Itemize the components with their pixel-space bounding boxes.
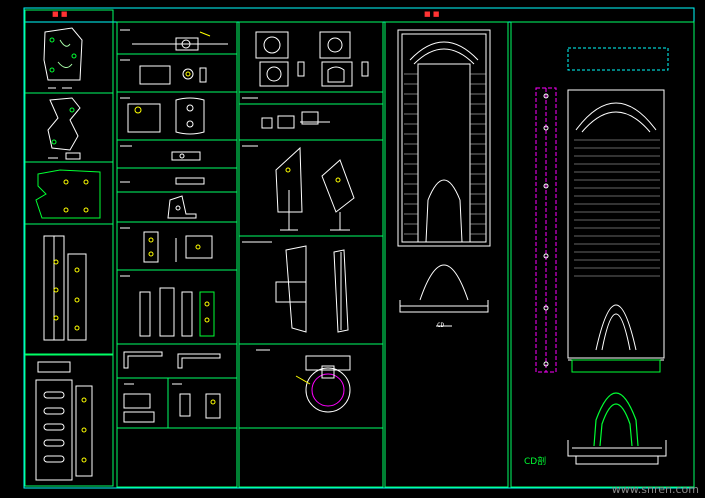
cabinet-arch-section (399, 179, 489, 327)
butt-hinge-part (143, 231, 213, 263)
cabinet-elevation (397, 29, 491, 247)
hook-plate-part (47, 97, 81, 160)
strip-holes (543, 93, 549, 367)
hinge-set-part (139, 287, 215, 337)
rotary-latch-part (275, 245, 349, 333)
strike-plate-part (261, 111, 330, 129)
small-hinge-part (171, 151, 205, 185)
slotted-plate-part (35, 361, 93, 481)
watermark: www.snren.com (611, 483, 699, 496)
hinge-plate-part (43, 27, 83, 81)
header-label-left: ■ ■ (52, 10, 68, 18)
gusset-bracket-part (275, 146, 355, 231)
angle-bracket-part (167, 195, 197, 219)
lock-case-part (255, 31, 369, 87)
cabinet-section (567, 89, 665, 373)
arch-section-detail (593, 392, 639, 447)
cad-titleblock-dashed (567, 47, 669, 71)
header-label-middle: ■ ■ (424, 10, 440, 18)
lock-hardware-part (123, 393, 221, 423)
bracket-plate-part (35, 169, 101, 219)
magenta-centerline-strip (535, 87, 557, 373)
long-hinge-part (43, 235, 87, 341)
section-caption: CD剖 (524, 457, 547, 467)
annotation-ticks (48, 29, 272, 385)
lever-arm-part (123, 351, 221, 369)
cam-annotation: CD (437, 322, 445, 329)
cabinet-slats (404, 73, 486, 235)
latch-assembly-part (132, 31, 228, 85)
latch-body-part (127, 97, 205, 135)
panel-grid (24, 9, 695, 488)
arch-section-base (567, 440, 667, 465)
section-slats (574, 139, 660, 277)
cam-lock-part (295, 355, 351, 413)
